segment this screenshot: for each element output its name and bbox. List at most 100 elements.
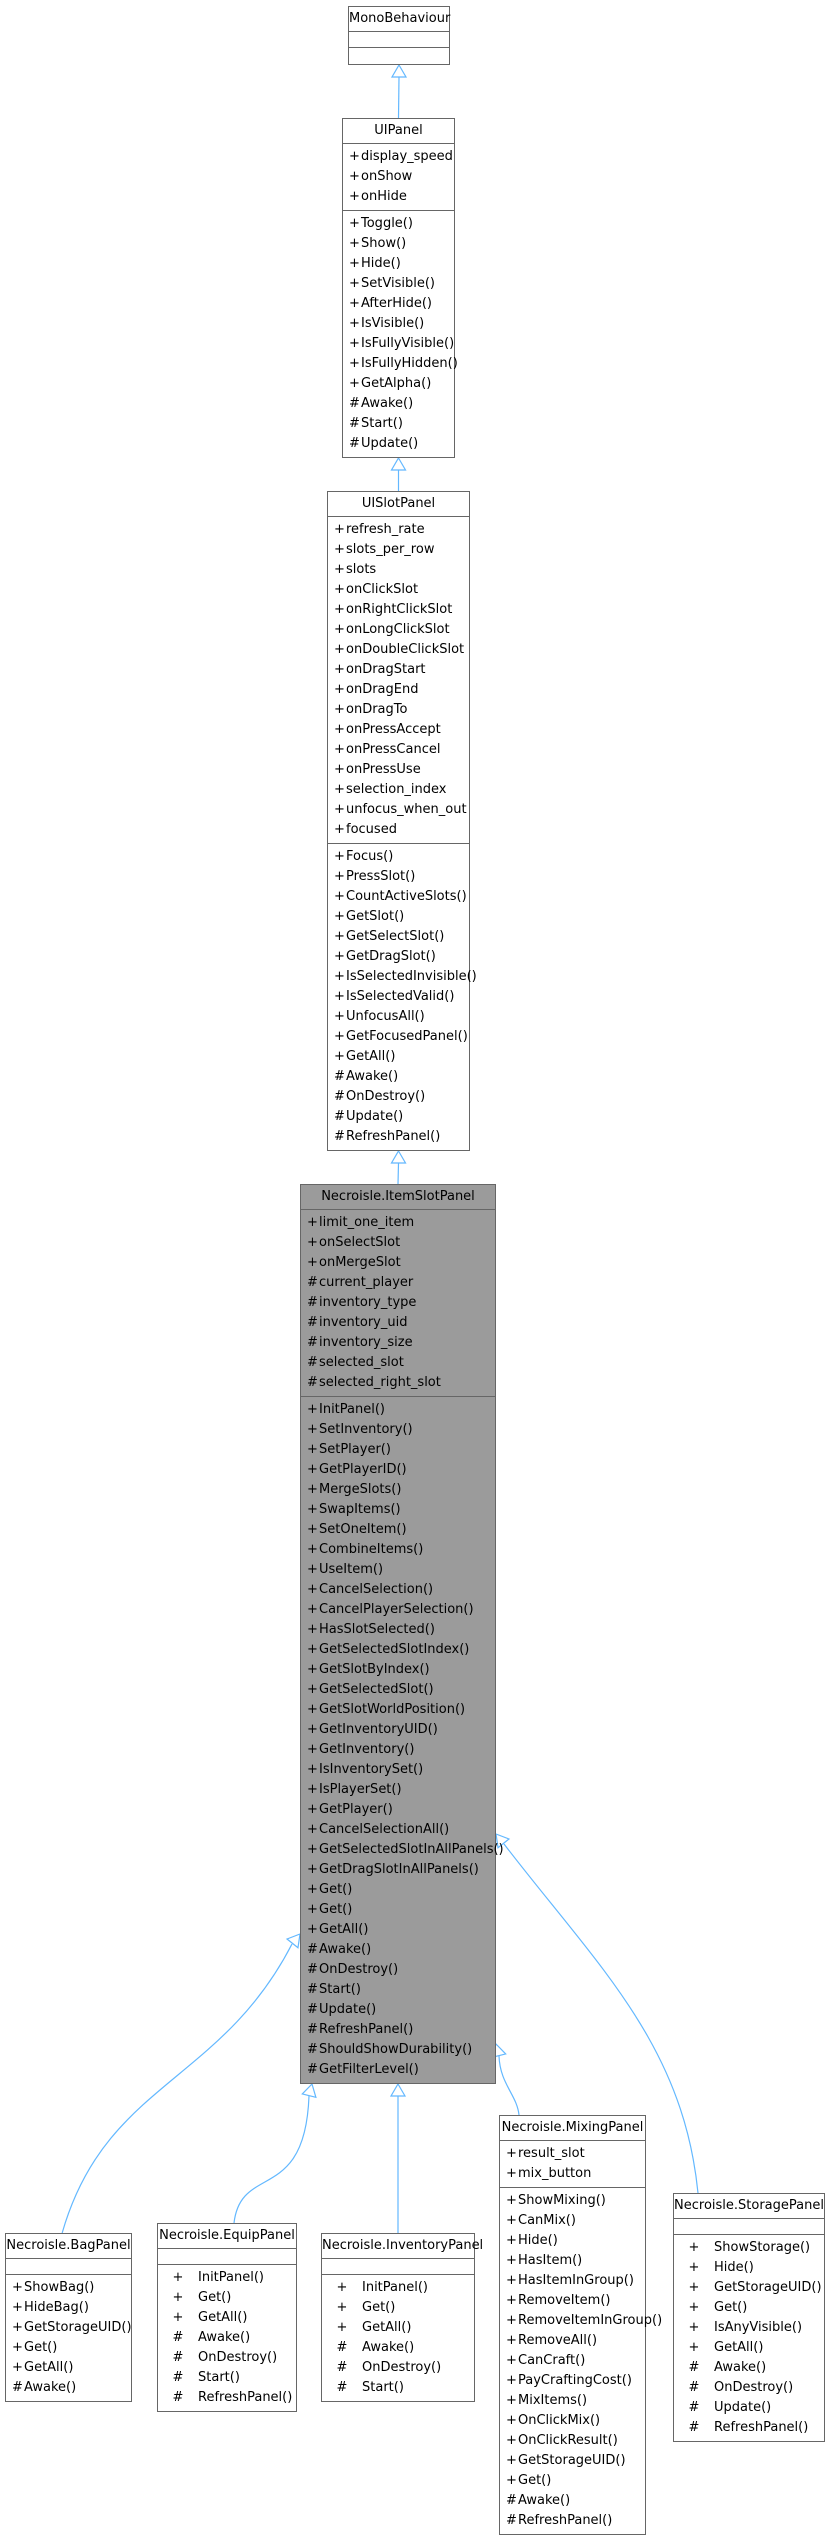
method-name: GetStorageUID() bbox=[518, 2453, 626, 2468]
method-row: +GetPlayerID() bbox=[301, 1460, 495, 1480]
visibility-marker: + bbox=[334, 622, 345, 637]
method-name: IsPlayerSet() bbox=[319, 1782, 402, 1797]
class-box-equippanel[interactable]: Necroisle.EquipPanel+InitPanel()+Get()+G… bbox=[157, 2223, 297, 2412]
method-name: Start() bbox=[198, 2370, 240, 2385]
visibility-marker: + bbox=[334, 849, 345, 864]
method-row: +CanMix() bbox=[500, 2211, 645, 2231]
method-name: IsInventorySet() bbox=[319, 1762, 424, 1777]
attribute-row: +result_slot bbox=[500, 2144, 645, 2164]
attribute-name: slots_per_row bbox=[346, 542, 435, 557]
method-name: IsSelectedInvisible() bbox=[346, 969, 477, 984]
method-name: RemoveAll() bbox=[518, 2333, 598, 2348]
method-row: +SetPlayer() bbox=[301, 1440, 495, 1460]
visibility-marker: + bbox=[349, 189, 360, 204]
method-name: GetPlayerID() bbox=[319, 1462, 407, 1477]
visibility-marker: + bbox=[506, 2373, 517, 2388]
method-row: +GetAlpha() bbox=[343, 374, 454, 394]
visibility-marker: + bbox=[334, 929, 345, 944]
visibility-marker: + bbox=[334, 989, 345, 1004]
visibility-marker: + bbox=[307, 1622, 318, 1637]
attribute-name: result_slot bbox=[518, 2146, 585, 2161]
visibility-marker: + bbox=[506, 2313, 517, 2328]
method-row: +CanCraft() bbox=[500, 2351, 645, 2371]
method-row: +GetSelectSlot() bbox=[328, 927, 469, 947]
visibility-marker: + bbox=[334, 722, 345, 737]
method-row: +IsPlayerSet() bbox=[301, 1780, 495, 1800]
class-box-mixingpanel[interactable]: Necroisle.MixingPanel+result_slot+mix_bu… bbox=[499, 2115, 662, 2535]
visibility-marker: + bbox=[334, 522, 345, 537]
class-box-inventorypanel[interactable]: Necroisle.InventoryPanel+InitPanel()+Get… bbox=[321, 2233, 483, 2402]
method-row: #Start() bbox=[343, 414, 454, 434]
visibility-marker: + bbox=[349, 149, 360, 164]
visibility-marker: # bbox=[336, 2360, 348, 2375]
method-row: +OnClickResult() bbox=[500, 2431, 645, 2451]
method-name: HasItemInGroup() bbox=[518, 2273, 634, 2288]
method-name: Awake() bbox=[714, 2360, 767, 2375]
visibility-marker: + bbox=[334, 742, 345, 757]
method-name: GetDragSlot() bbox=[346, 949, 436, 964]
visibility-marker: # bbox=[688, 2400, 700, 2415]
method-name: CombineItems() bbox=[319, 1542, 424, 1557]
visibility-marker: + bbox=[12, 2280, 23, 2295]
visibility-marker: + bbox=[334, 889, 345, 904]
method-name: GetAll() bbox=[714, 2340, 764, 2355]
method-name: Get() bbox=[714, 2300, 748, 2315]
attribute-row: +limit_one_item bbox=[301, 1213, 495, 1233]
method-name: Get() bbox=[362, 2300, 396, 2315]
class-box-storagepanel[interactable]: Necroisle.StoragePanel+ShowStorage()+Hid… bbox=[673, 2193, 825, 2442]
visibility-marker: # bbox=[349, 396, 360, 411]
method-row: +Hide() bbox=[674, 2258, 824, 2278]
method-row: #OnDestroy() bbox=[301, 1960, 495, 1980]
method-row: +GetStorageUID() bbox=[500, 2451, 645, 2471]
class-box-monobehaviour[interactable]: MonoBehaviour bbox=[348, 6, 450, 65]
method-row: +Toggle() bbox=[343, 214, 454, 234]
visibility-marker: + bbox=[307, 1682, 318, 1697]
method-name: ShouldShowDurability() bbox=[319, 2042, 473, 2057]
method-row: # Start() bbox=[158, 2368, 296, 2388]
method-row: +GetAll() bbox=[158, 2308, 296, 2328]
method-section: +Toggle()+Show()+Hide()+SetVisible()+Aft… bbox=[343, 211, 458, 457]
method-name: GetSlotWorldPosition() bbox=[319, 1702, 466, 1717]
attribute-row: +onLongClickSlot bbox=[328, 620, 469, 640]
method-row: +GetAll() bbox=[322, 2318, 474, 2338]
class-name: Necroisle.EquipPanel bbox=[158, 2224, 296, 2249]
visibility-marker: + bbox=[506, 2433, 517, 2448]
class-box-itemslotpanel[interactable]: Necroisle.ItemSlotPanel+limit_one_item+o… bbox=[300, 1184, 504, 2084]
visibility-marker: + bbox=[307, 1482, 318, 1497]
class-box-bagpanel[interactable]: Necroisle.BagPanel+ShowBag()+HideBag()+G… bbox=[5, 2233, 132, 2402]
method-name: Get() bbox=[518, 2473, 552, 2488]
attribute-row: +unfocus_when_out bbox=[328, 800, 469, 820]
method-name: SetPlayer() bbox=[319, 1442, 391, 1457]
attribute-row: +focused bbox=[328, 820, 469, 840]
method-name: InitPanel() bbox=[198, 2270, 264, 2285]
class-box-uipanel[interactable]: UIPanel+display_speed+onShow+onHide+Togg… bbox=[342, 118, 458, 458]
method-name: PressSlot() bbox=[346, 869, 416, 884]
visibility-marker: + bbox=[334, 1009, 345, 1024]
method-name: GetAll() bbox=[319, 1922, 369, 1937]
attribute-name: onRightClickSlot bbox=[346, 602, 453, 617]
visibility-marker: + bbox=[334, 642, 345, 657]
method-name: Hide() bbox=[714, 2260, 754, 2275]
edge-uislotpanel-to-uipanel-arrowhead bbox=[390, 456, 407, 471]
visibility-marker: # bbox=[12, 2380, 23, 2395]
method-row: #Update() bbox=[674, 2398, 824, 2418]
attribute-name: focused bbox=[346, 822, 397, 837]
method-row: +IsSelectedInvisible() bbox=[328, 967, 477, 987]
visibility-marker: # bbox=[307, 1375, 318, 1390]
visibility-marker: + bbox=[336, 2300, 348, 2315]
class-name: Necroisle.InventoryPanel bbox=[322, 2234, 483, 2259]
visibility-marker: + bbox=[349, 356, 360, 371]
method-row: #Awake() bbox=[301, 1940, 495, 1960]
attribute-name: slots bbox=[346, 562, 377, 577]
edge-storagepanel-to-itemslotpanel-arrowhead bbox=[495, 1833, 511, 1849]
class-box-uislotpanel[interactable]: UISlotPanel+refresh_rate+slots_per_row+s… bbox=[327, 491, 477, 1151]
visibility-marker: # bbox=[172, 2370, 184, 2385]
method-row: +Get() bbox=[500, 2471, 645, 2491]
method-row: +IsAnyVisible() bbox=[674, 2318, 824, 2338]
visibility-marker: + bbox=[307, 1215, 318, 1230]
method-name: OnClickResult() bbox=[518, 2433, 618, 2448]
visibility-marker: + bbox=[307, 1462, 318, 1477]
edge-itemslotpanel-to-uislotpanel-arrowhead bbox=[390, 1149, 407, 1164]
visibility-marker: + bbox=[334, 602, 345, 617]
